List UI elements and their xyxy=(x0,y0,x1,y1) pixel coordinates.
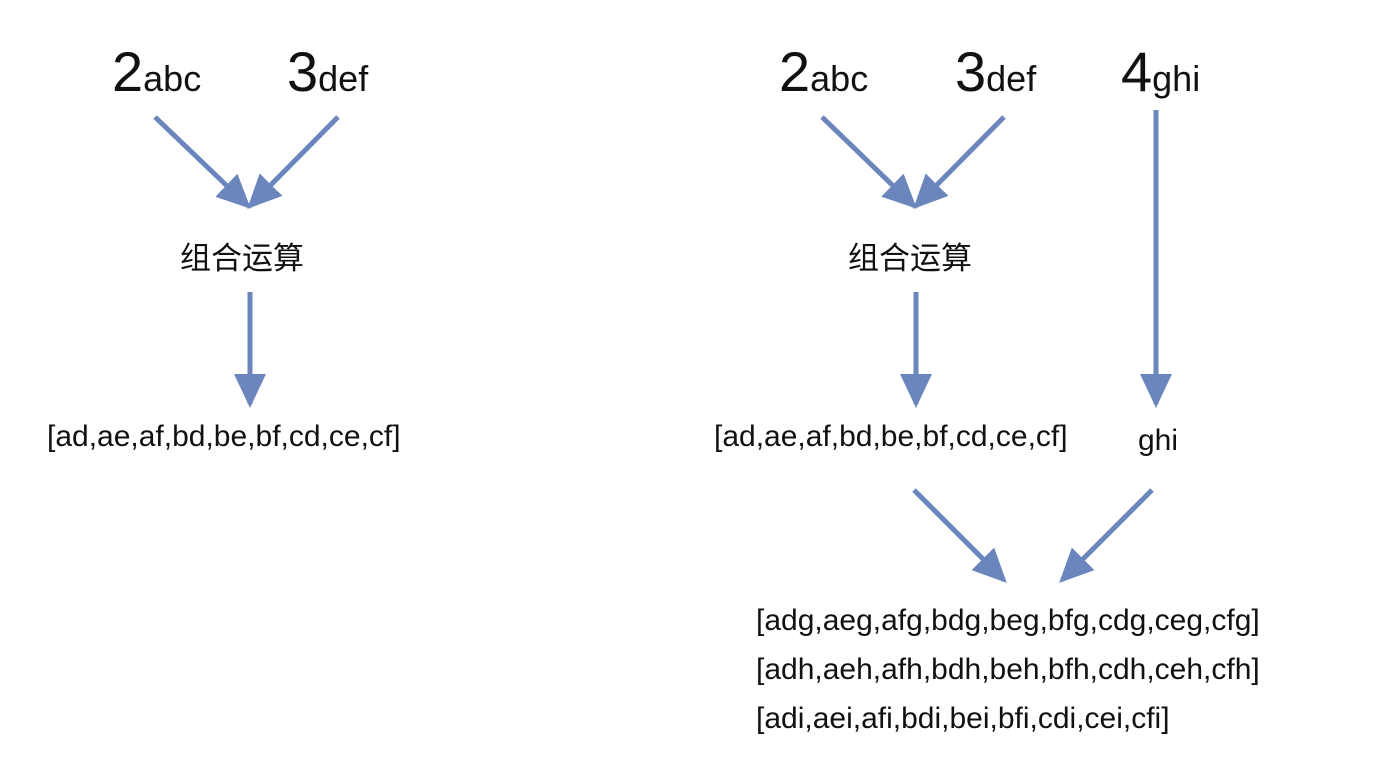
right-key-3-letters: def xyxy=(986,58,1037,99)
right-operation-label: 组合运算 xyxy=(848,241,972,277)
arrow-left-3-to-op xyxy=(247,115,340,209)
left-key-2: 2abc xyxy=(112,44,201,100)
arrow-right-intermediate-to-results xyxy=(912,488,1007,583)
right-intermediate-result: [ad,ae,af,bd,be,bf,cd,ce,cf] xyxy=(714,420,1068,453)
right-key-2: 2abc xyxy=(779,44,868,100)
arrow-right-3-to-op xyxy=(913,115,1006,209)
right-key-4-digit: 4 xyxy=(1121,40,1153,103)
right-result-line-1: [adg,aeg,afg,bdg,beg,bfg,cdg,ceg,cfg] xyxy=(756,604,1260,637)
left-key-3-digit: 3 xyxy=(287,40,319,103)
arrow-left-2-to-op xyxy=(153,115,251,209)
arrow-right-ghi-to-results xyxy=(1059,488,1154,583)
right-key-3-digit: 3 xyxy=(955,40,987,103)
arrow-right-2-to-op xyxy=(820,115,917,209)
left-key-3-letters: def xyxy=(318,58,369,99)
right-key-4-letters: ghi xyxy=(1152,58,1201,99)
right-key-2-letters: abc xyxy=(810,58,869,99)
right-key-4: 4ghi xyxy=(1121,44,1200,100)
right-passthrough-letters: ghi xyxy=(1138,424,1179,457)
left-key-2-digit: 2 xyxy=(112,40,144,103)
right-key-2-digit: 2 xyxy=(779,40,811,103)
left-operation-label: 组合运算 xyxy=(180,241,304,277)
right-result-line-3: [adi,aei,afi,bdi,bei,bfi,cdi,cei,cfi] xyxy=(756,702,1170,735)
left-result: [ad,ae,af,bd,be,bf,cd,ce,cf] xyxy=(47,420,401,453)
left-key-3: 3def xyxy=(287,44,368,100)
right-result-line-2: [adh,aeh,afh,bdh,beh,bfh,cdh,ceh,cfh] xyxy=(756,653,1260,686)
right-key-3: 3def xyxy=(955,44,1036,100)
left-key-2-letters: abc xyxy=(143,58,202,99)
